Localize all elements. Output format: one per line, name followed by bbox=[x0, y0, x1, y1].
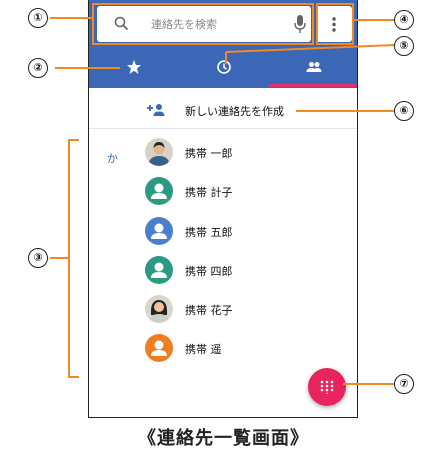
search-bar[interactable]: 連絡先を検索 bbox=[97, 6, 311, 42]
avatar-photo bbox=[145, 138, 173, 166]
callout-2: ② bbox=[28, 58, 48, 78]
callout-1: ① bbox=[28, 8, 48, 28]
callout-7: ⑦ bbox=[394, 374, 414, 394]
contact-name: 携帯 一郎 bbox=[185, 147, 233, 160]
contact-name: 携帯 遥 bbox=[185, 343, 222, 356]
more-options-button[interactable] bbox=[316, 6, 352, 42]
dialpad-icon bbox=[320, 380, 334, 394]
search-input[interactable]: 連絡先を検索 bbox=[151, 18, 217, 31]
menu-highlight bbox=[316, 3, 354, 45]
divider bbox=[89, 128, 357, 129]
contact-name: 携帯 花子 bbox=[185, 304, 233, 317]
star-icon bbox=[127, 60, 141, 74]
tab-contacts[interactable] bbox=[269, 50, 357, 88]
clock-icon bbox=[217, 60, 231, 74]
tab-bar bbox=[89, 50, 357, 88]
tab-recent[interactable] bbox=[179, 50, 269, 88]
search-highlight bbox=[92, 3, 314, 45]
contact-name: 携帯 五郎 bbox=[185, 226, 233, 239]
tab-favorites[interactable] bbox=[89, 50, 179, 88]
dialpad-button[interactable] bbox=[308, 368, 346, 406]
create-contact-item[interactable]: 新しい連絡先を作成 bbox=[89, 92, 357, 128]
section-letter: か bbox=[107, 152, 118, 165]
avatar-default bbox=[145, 217, 173, 245]
callout-6: ⑥ bbox=[394, 101, 414, 121]
mic-icon[interactable] bbox=[293, 14, 307, 34]
contact-row[interactable]: 携帯 遥 bbox=[89, 330, 357, 366]
figure-caption: 《連絡先一覧画面》 bbox=[138, 428, 309, 449]
people-icon bbox=[306, 62, 322, 72]
tab-indicator bbox=[269, 84, 357, 87]
contact-row[interactable]: 携帯 一郎 bbox=[89, 134, 357, 170]
callout-3: ③ bbox=[28, 248, 48, 268]
search-icon bbox=[113, 15, 131, 33]
avatar-default bbox=[145, 177, 173, 205]
person-add-icon bbox=[147, 104, 165, 116]
more-vert-icon bbox=[332, 17, 336, 32]
create-contact-label: 新しい連絡先を作成 bbox=[185, 105, 284, 118]
contact-row[interactable]: 携帯 花子 bbox=[89, 291, 357, 327]
contact-name: 携帯 計子 bbox=[185, 186, 233, 199]
avatar-default bbox=[145, 334, 173, 362]
contact-row[interactable]: 携帯 計子 bbox=[89, 173, 357, 209]
contact-row[interactable]: 携帯 五郎 bbox=[89, 213, 357, 249]
avatar-photo bbox=[145, 295, 173, 323]
callout-5: ⑤ bbox=[394, 36, 414, 56]
contact-row[interactable]: 携帯 四郎 bbox=[89, 252, 357, 288]
avatar-default bbox=[145, 256, 173, 284]
callout-4: ④ bbox=[394, 10, 414, 30]
contact-name: 携帯 四郎 bbox=[185, 265, 233, 278]
